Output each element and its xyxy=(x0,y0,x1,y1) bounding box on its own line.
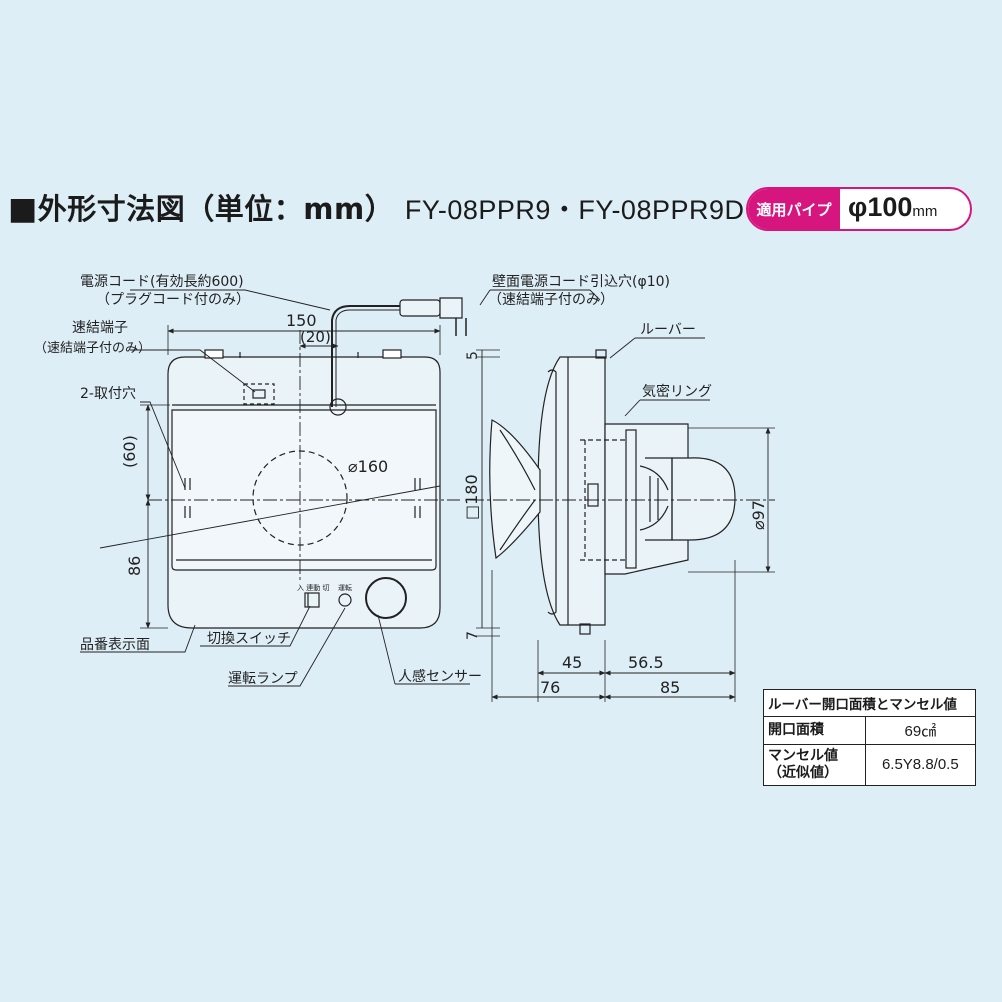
spec-key-area: 開口面積 xyxy=(763,716,866,745)
dim-lower: 86 xyxy=(125,556,144,576)
label-operation-lamp: 運転ランプ xyxy=(228,671,298,687)
table-row: マンセル値 （近似値） 6.5Y8.8/0.5 xyxy=(763,744,977,786)
pipe-unit: mm xyxy=(912,203,938,220)
pipe-badge: 適用パイプ φ100mm xyxy=(746,187,972,231)
label-lamp-tiny: 運転 xyxy=(338,583,352,592)
label-power-cord-note: （プラグコード付のみ） xyxy=(96,292,250,308)
cord-plug xyxy=(399,299,441,317)
pipe-badge-label: 適用パイプ xyxy=(748,189,840,229)
front-view xyxy=(80,289,500,687)
title-main: 外形寸法図（単位：mm） xyxy=(37,192,395,226)
label-mount-holes: 2-取付穴 xyxy=(80,386,136,402)
label-wall-cord-note: （速結端子付のみ） xyxy=(488,292,614,308)
grille-blade xyxy=(489,419,541,560)
motor-housing xyxy=(671,457,736,541)
dim-45: 45 xyxy=(562,653,582,672)
spec-key-munsell: マンセル値 （近似値） xyxy=(763,744,866,786)
label-power-cord: 電源コード(有効長約600) xyxy=(80,274,244,290)
label-quick-terminal: 速結端子 xyxy=(72,320,128,336)
sensor-element xyxy=(365,577,407,619)
dim-width: 150 xyxy=(286,311,317,330)
dim-bottom-gap: 7 xyxy=(465,631,481,640)
mount-hole-left xyxy=(184,478,191,518)
label-wall-cord-hole: 壁面電源コード引込穴(φ10) xyxy=(492,274,670,290)
side-labels: 壁面電源コード引込穴(φ10) （速結端子付のみ） ルーバー 気密リング xyxy=(488,274,712,400)
front-labels: 電源コード(有効長約600) （プラグコード付のみ） 速結端子 （速結端子付のみ… xyxy=(34,274,482,687)
lamp-element xyxy=(338,593,352,607)
label-switch: 切換スイッチ xyxy=(207,631,291,647)
label-quick-terminal-note: （速結端子付のみ） xyxy=(34,341,151,356)
table-row: 開口面積 69㎠ xyxy=(763,716,977,745)
label-louver: ルーバー xyxy=(640,322,696,338)
label-motion-sensor: 人感センサー xyxy=(398,668,482,685)
spec-value-munsell: 6.5Y8.8/0.5 xyxy=(864,744,977,786)
side-view xyxy=(470,289,775,702)
page-title: ■外形寸法図（単位：mm） FY-08PPR9・FY-08PPR9D xyxy=(8,186,745,228)
dim-76: 76 xyxy=(540,678,560,697)
pipe-diameter: φ100 xyxy=(848,192,913,222)
title-marker: ■ xyxy=(8,191,38,227)
dim-56-5: 56.5 xyxy=(628,653,664,672)
power-cord xyxy=(331,305,400,407)
dim-pipe-dia: ⌀97 xyxy=(749,500,768,530)
dim-square: □180 xyxy=(462,474,481,520)
dim-circle: ⌀160 xyxy=(348,457,388,476)
dim-85: 85 xyxy=(660,678,680,697)
louver-panel xyxy=(537,356,606,626)
dim-hole-offset: (60) xyxy=(120,435,139,468)
label-model-display: 品番表示面 xyxy=(80,637,150,653)
quick-terminal-box xyxy=(243,383,275,405)
spec-value-area: 69㎠ xyxy=(864,716,977,745)
dim-top-gap: 5 xyxy=(465,351,481,360)
pipe-badge-value: φ100mm xyxy=(848,192,937,223)
spec-table-header: ルーバー開口面積とマンセル値 xyxy=(763,689,976,717)
front-panel xyxy=(171,409,437,571)
front-dimensions: 150 (20) ⌀160 (60) 86 □180 5 7 xyxy=(120,311,481,640)
label-switch-tiny: 入 連動 切 xyxy=(297,583,329,592)
dim-cord-offset: (20) xyxy=(300,328,331,346)
louver-spec-table: ルーバー開口面積とマンセル値 開口面積 69㎠ マンセル値 （近似値） 6.5Y… xyxy=(763,689,977,786)
label-airtight-ring: 気密リング xyxy=(642,383,712,400)
title-models: FY-08PPR9・FY-08PPR9D xyxy=(404,195,745,225)
airtight-ring xyxy=(625,429,637,569)
side-dimensions: 45 56.5 76 85 ⌀97 xyxy=(540,500,768,697)
switch-element xyxy=(304,592,320,608)
mount-hole-right xyxy=(414,478,421,518)
